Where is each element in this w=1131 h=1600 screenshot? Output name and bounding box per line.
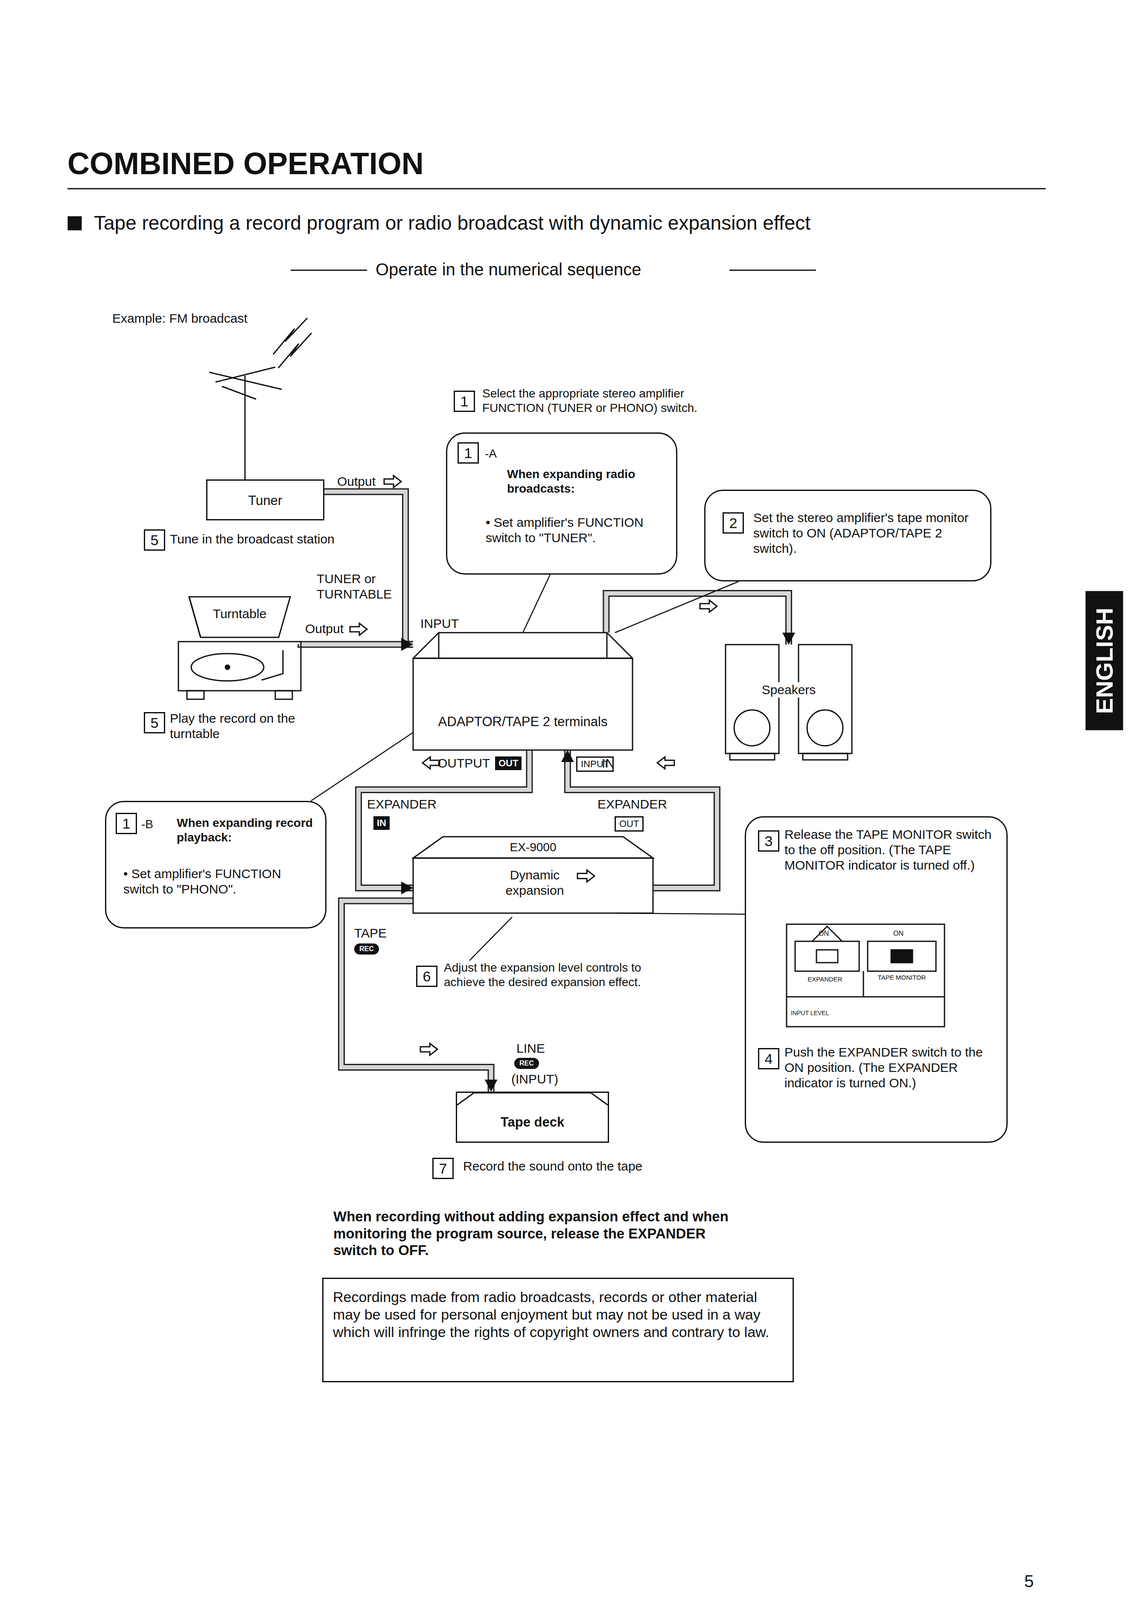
switch-panel: ON ON EXPANDER TAPE MONITOR INPUT LEVEL [786, 924, 945, 1027]
node-text: -A [484, 446, 511, 461]
node-text: • Set amplifier's FUNCTION switch to "PH… [123, 865, 316, 897]
callout-box: 1 -A When expanding radio broadcasts: • Set… [445, 432, 678, 575]
callout-number: 4 [757, 1047, 780, 1070]
node-text: Tape deck [457, 1113, 608, 1130]
node-text: -B [141, 816, 167, 832]
label-text: When recording without adding expansion … [333, 1207, 752, 1259]
node-text: Set the stereo amplifier's tape monitor … [753, 510, 980, 557]
leader-line [311, 732, 414, 801]
node-text: Speakers [755, 682, 823, 698]
label-text: 5 [1024, 1570, 1034, 1592]
label-text: (INPUT) [511, 1071, 559, 1087]
dash-rule [290, 269, 368, 272]
label-text: Select the appropriate stereo amplifier … [482, 386, 713, 415]
label-text: Record the sound onto the tape [463, 1158, 643, 1174]
label-text: INPUT [420, 615, 459, 632]
label-text: Adjust the expansion level controls to a… [443, 960, 649, 989]
node-text: Turntable [178, 606, 301, 622]
node-text: Dynamic expansion [496, 867, 574, 898]
stereo-amplifier: ADAPTOR/TAPE 2 terminals [413, 632, 633, 750]
label-text: EXPANDER [367, 796, 437, 812]
label-text: IN [601, 755, 615, 771]
dash-rule [729, 269, 817, 272]
antenna [209, 317, 312, 480]
label-text: Output [305, 620, 344, 637]
signal-cable [561, 749, 718, 888]
label-text: EXPANDER [597, 796, 668, 812]
callout-box: 1-B When expanding record playback: • Set … [104, 800, 327, 929]
signal-cable [341, 900, 498, 1092]
callout-number: 3 [757, 830, 780, 852]
label-text: Operate in the numerical sequence [375, 259, 642, 280]
node-text: ADAPTOR/TAPE 2 terminals [421, 713, 624, 730]
node-text: TAPE MONITOR [867, 973, 936, 982]
node-text: • Set amplifier's FUNCTION switch to "TU… [485, 514, 670, 546]
label-text: ENGLISH [1092, 591, 1117, 730]
label-text: Tune in the broadcast station [169, 531, 367, 547]
leader-line [469, 916, 513, 961]
callout-number: 5 [143, 529, 166, 551]
tag-label: REC [354, 943, 379, 955]
callout-number: 2 [722, 512, 744, 534]
language-tab [1086, 591, 1123, 730]
label-text: Output [337, 473, 376, 490]
speakers-outline [725, 644, 852, 760]
callout-number: 6 [416, 965, 438, 987]
node-text: ON [818, 929, 836, 938]
tag-label: OUT [614, 816, 644, 832]
node-text: Push the EXPANDER switch to the ON posit… [784, 1044, 998, 1091]
bullet-square [68, 216, 82, 230]
tuner-box: Tuner [206, 479, 325, 521]
node-text: EX-9000 [413, 839, 653, 855]
node-text: Release the TAPE MONITOR switch to the o… [784, 826, 998, 873]
signal-cable [300, 638, 414, 651]
label-text: Tape recording a record program or radio… [93, 211, 811, 235]
copyright-note: Recordings made from radio broadcasts, r… [322, 1277, 794, 1382]
turntable: Turntable [178, 596, 301, 705]
signal-cable [358, 749, 530, 895]
title-rule [67, 188, 1046, 190]
label-text: TAPE [354, 925, 387, 941]
node-text: Recordings made from radio broadcasts, r… [332, 1288, 784, 1341]
callout-number: 5 [143, 711, 166, 734]
callout-number: 7 [432, 1157, 454, 1179]
callout-number: 1 [115, 812, 138, 834]
callout-box: 2 Set the stereo amplifier's tape monitor… [704, 489, 992, 582]
leader-line [615, 581, 739, 633]
node-text: Tuner [207, 492, 324, 509]
signal-cable [606, 593, 796, 645]
label-text: TUNER or TURNTABLE [316, 571, 402, 602]
node-text: INPUT LEVEL [790, 1009, 868, 1017]
stereo-amplifier-outline [413, 632, 633, 750]
node-text: When expanding record playback: [176, 815, 314, 845]
tag-label: REC [514, 1057, 540, 1069]
tag-label: OUT [495, 756, 522, 770]
label-text: Play the record on the turntable [169, 710, 311, 742]
expander-unit: EX-9000Dynamic expansion [413, 836, 653, 913]
label-text: OUTPUT [437, 755, 490, 771]
callout-box: 3Release the TAPE MONITOR switch to the … [744, 816, 1008, 1143]
leader-line [522, 574, 551, 633]
page-title: COMBINED OPERATION [67, 145, 424, 182]
node-text: EXPANDER [790, 975, 860, 983]
tape-deck: Tape deck [455, 1091, 610, 1143]
node-text: ON [893, 929, 911, 938]
callout-number: 1 [457, 442, 479, 464]
node-text: When expanding radio broadcasts: [507, 466, 648, 496]
label-text: LINE [516, 1040, 546, 1056]
callout-number: 1 [453, 390, 476, 412]
label-text: Example: FM broadcast [112, 310, 248, 327]
speakers: Speakers [725, 644, 852, 760]
tag-label: IN [373, 816, 390, 830]
